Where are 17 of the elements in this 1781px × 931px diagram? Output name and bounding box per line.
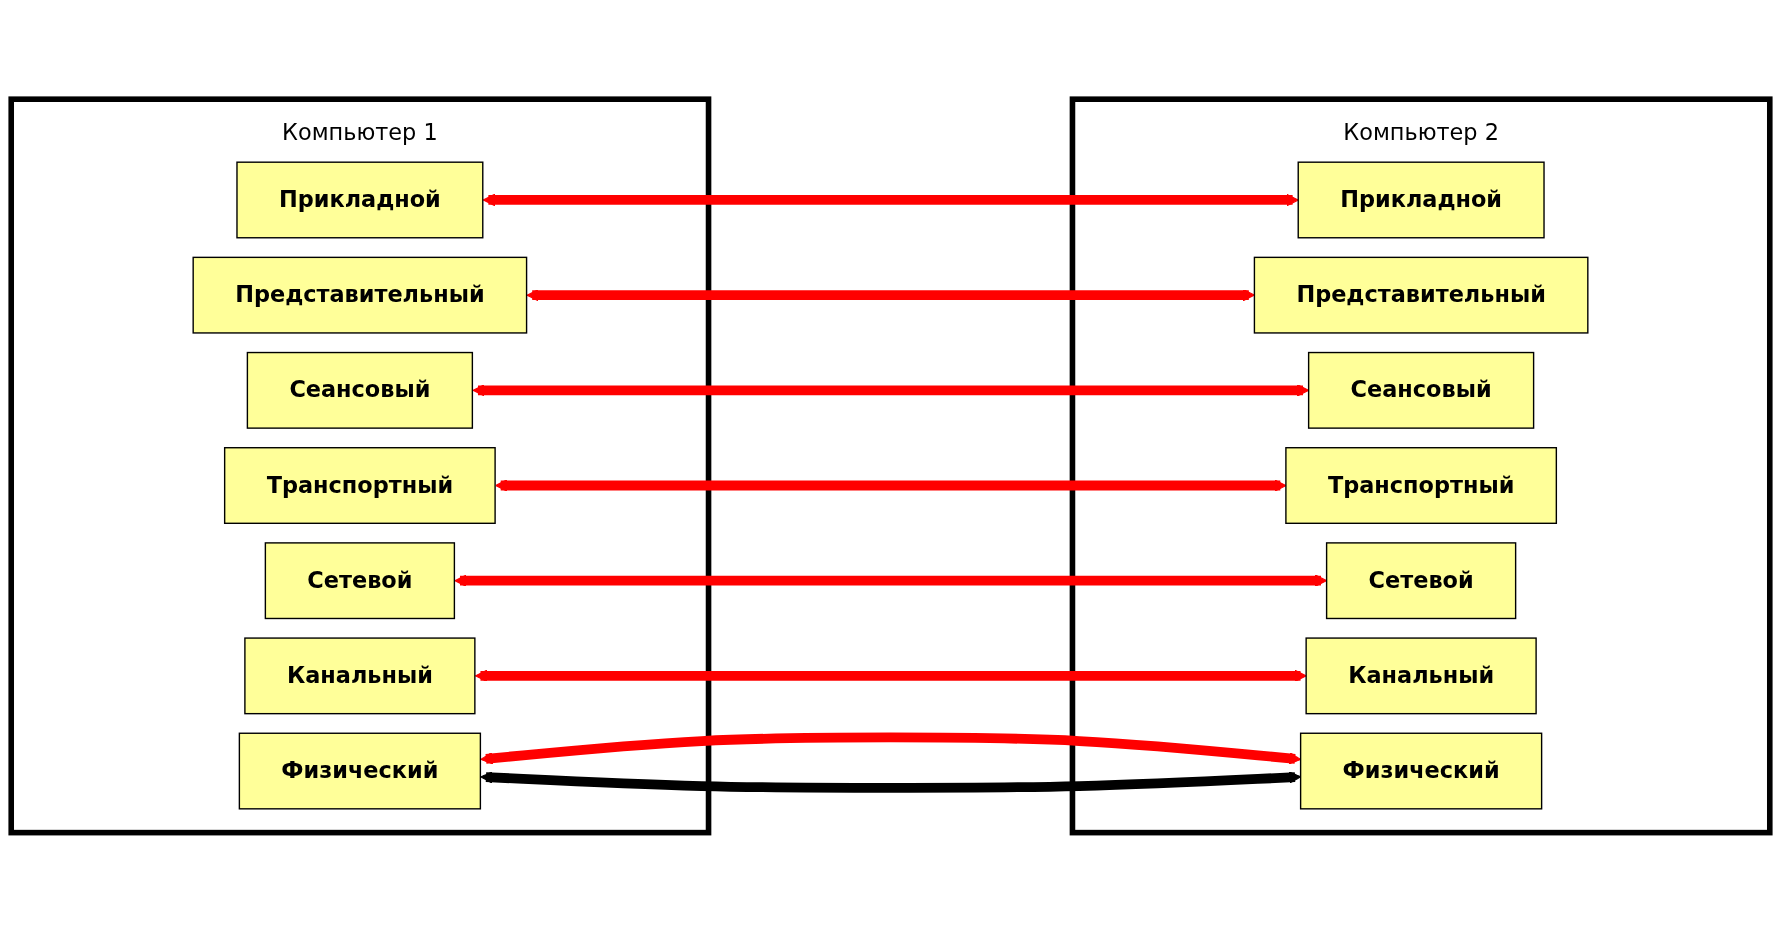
- node-box: Физический: [238, 732, 482, 810]
- node-box: Канальный: [244, 636, 476, 714]
- node-box: Прикладной: [236, 161, 484, 239]
- node-box: Транспортный: [223, 446, 496, 524]
- node-box: Представительный: [1253, 256, 1589, 334]
- arrow: [482, 193, 1299, 206]
- node-box: Представительный: [192, 256, 528, 334]
- node-box: Прикладной: [1297, 161, 1545, 239]
- node-box: Физический: [1299, 732, 1543, 810]
- node-box: Канальный: [1305, 636, 1537, 714]
- node-box: Сеансовый: [1307, 351, 1535, 429]
- node-box: Сетевой: [264, 541, 456, 619]
- node-box: Сеансовый: [246, 351, 474, 429]
- node-box: Транспортный: [1285, 446, 1558, 524]
- arrow: [474, 669, 1307, 682]
- arrow: [526, 288, 1255, 301]
- node-box: Сетевой: [1325, 541, 1517, 619]
